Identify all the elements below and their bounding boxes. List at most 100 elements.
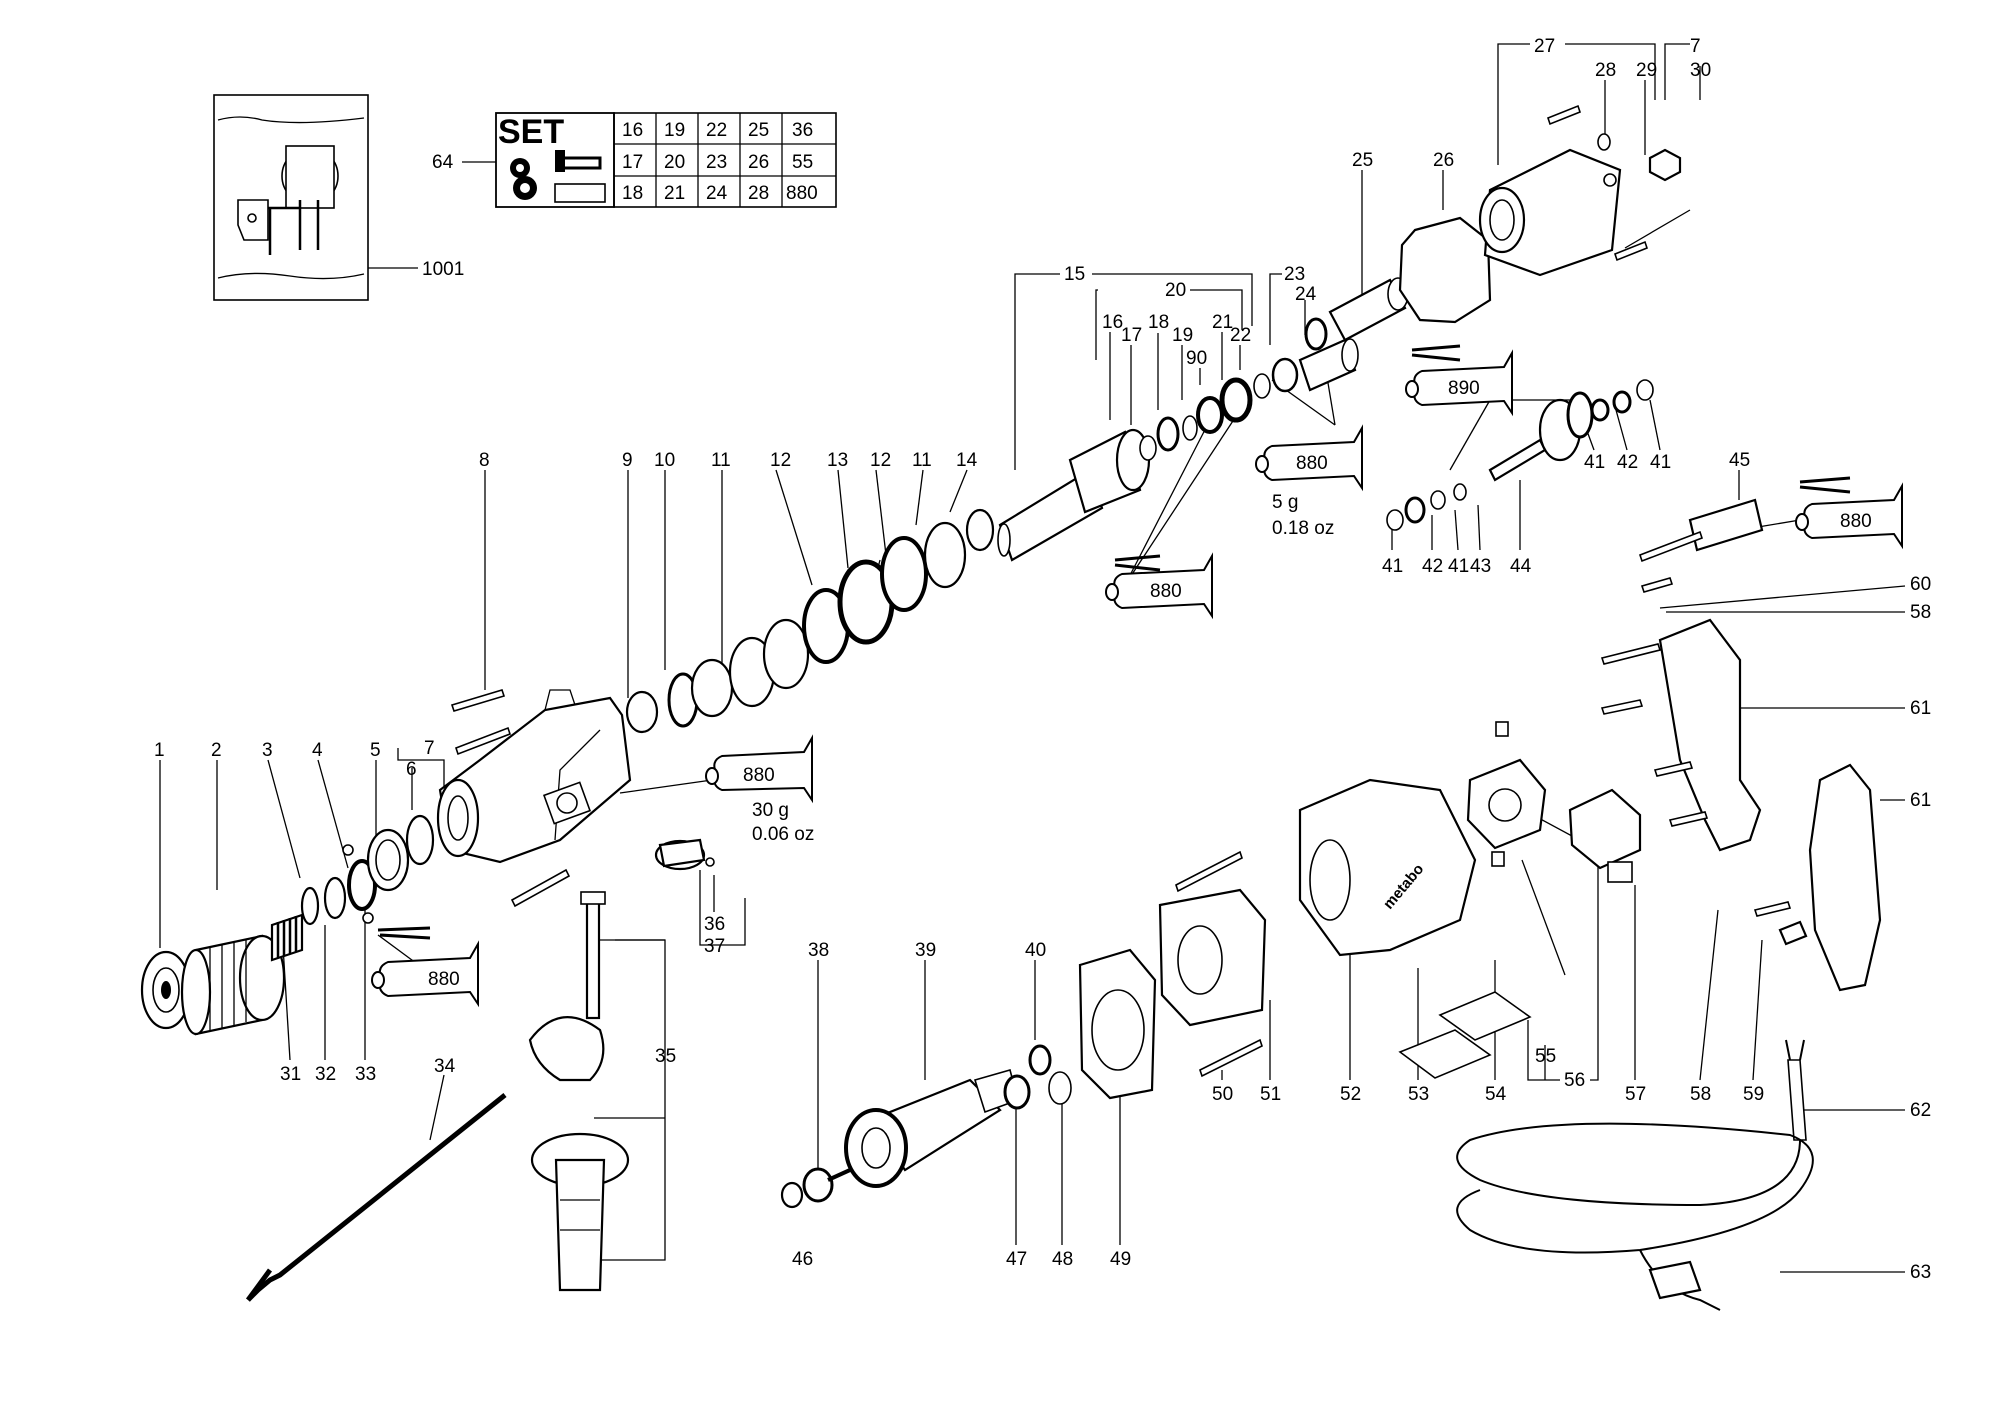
grease-amount-oz: 0.06 oz: [752, 824, 814, 845]
set-cell: 22: [706, 120, 727, 141]
callout-20: 20: [1165, 280, 1186, 301]
grease-code: 890: [1448, 378, 1480, 399]
callout-13: 13: [827, 450, 848, 471]
callout-49: 49: [1110, 1249, 1131, 1270]
callout-42: 42: [1422, 556, 1443, 577]
callout-62: 62: [1910, 1100, 1931, 1121]
callout-21: 21: [1212, 312, 1233, 333]
callout-18: 18: [1148, 312, 1169, 333]
wiring-inset: 1001: [213, 94, 464, 301]
callout-41: 41: [1650, 452, 1671, 473]
callout-58: 58: [1910, 602, 1931, 623]
callout-41: 41: [1448, 556, 1469, 577]
callout-29: 29: [1636, 60, 1657, 81]
callout-34: 34: [434, 1056, 456, 1077]
callout-44: 44: [1510, 556, 1532, 577]
grease-tube: 880: [1105, 552, 1213, 620]
callout-27: 27: [1534, 36, 1555, 57]
callout-52: 52: [1340, 1084, 1361, 1105]
callout-16: 16: [1102, 312, 1123, 333]
callout-32: 32: [315, 1064, 336, 1085]
callout-7: 7: [424, 738, 435, 759]
callout-46: 46: [792, 1249, 813, 1270]
set-cell: 16: [622, 120, 643, 141]
grease-tube: 880: [1795, 476, 1903, 550]
callout-41: 41: [1382, 556, 1403, 577]
callout-28: 28: [1595, 60, 1616, 81]
grease-amount: 30 g: [752, 800, 789, 821]
callout-38: 38: [808, 940, 829, 961]
callout-4: 4: [312, 740, 323, 761]
set-label: 64: [432, 152, 454, 173]
callout-55: 55: [1535, 1046, 1556, 1067]
callout-17: 17: [1121, 325, 1142, 346]
set-box: SET 64 16 19 22 25 36 17 20 23 26 55: [432, 112, 837, 208]
set-cell: 25: [748, 120, 769, 141]
grease-code: 880: [743, 765, 775, 786]
callout-26: 26: [1433, 150, 1454, 171]
callout-23: 23: [1284, 264, 1305, 285]
callout-39: 39: [915, 940, 936, 961]
callout-25: 25: [1352, 150, 1373, 171]
callout-42: 42: [1617, 452, 1638, 473]
callout-9: 9: [622, 450, 633, 471]
grease-tube: 880: [371, 926, 479, 1008]
callout-63: 63: [1910, 1262, 1931, 1283]
callout-57: 57: [1625, 1084, 1646, 1105]
callout-3: 3: [262, 740, 273, 761]
callout-45: 45: [1729, 450, 1750, 471]
callout-8: 8: [479, 450, 490, 471]
grease-code: 880: [1840, 511, 1872, 532]
callout-14: 14: [956, 450, 978, 471]
set-cell: 18: [622, 183, 643, 204]
set-cell: 23: [706, 152, 727, 173]
set-cell: 26: [748, 152, 769, 173]
grease-amount-oz: 0.18 oz: [1272, 518, 1334, 539]
grease-tube: 890: [1405, 344, 1513, 417]
grease-tube: 880 30 g 0.06 oz: [705, 734, 814, 845]
callout-48: 48: [1052, 1249, 1073, 1270]
callout-2: 2: [211, 740, 222, 761]
set-cell: 36: [792, 120, 813, 141]
callout-11: 11: [711, 450, 731, 471]
callout-58: 58: [1690, 1084, 1711, 1105]
callout-61: 61: [1910, 698, 1931, 719]
callout-15: 15: [1064, 264, 1085, 285]
callout-33: 33: [355, 1064, 376, 1085]
callout-54: 54: [1485, 1084, 1507, 1105]
grease-tubes: 880 30 g 0.06 oz 880 880 880 5 g 0.18 oz: [371, 344, 1903, 1008]
callout-51: 51: [1260, 1084, 1281, 1105]
set-cell: 20: [664, 152, 685, 173]
callout-90: 90: [1186, 348, 1207, 369]
set-cell: 24: [706, 183, 728, 204]
callout-35: 35: [655, 1046, 676, 1067]
callout-61: 61: [1910, 790, 1931, 811]
callout-50: 50: [1212, 1084, 1233, 1105]
callout-5: 5: [370, 740, 381, 761]
callout-10: 10: [654, 450, 675, 471]
callout-47: 47: [1006, 1249, 1027, 1270]
callout-40: 40: [1025, 940, 1046, 961]
set-cell: 19: [664, 120, 685, 141]
callout-24: 24: [1295, 284, 1317, 305]
callout-56: 56: [1564, 1070, 1585, 1091]
callout-60: 60: [1910, 574, 1931, 595]
callout-12: 12: [870, 450, 891, 471]
callout-41: 41: [1584, 452, 1605, 473]
callout-labels: 1 2 3 4 5 6 7 7 8 9 10 11 11 12 12 13 14…: [154, 36, 1931, 1283]
grease-code: 880: [1296, 453, 1328, 474]
callout-12: 12: [770, 450, 791, 471]
grease-code: 880: [428, 969, 460, 990]
callout-59: 59: [1743, 1084, 1764, 1105]
set-cell: 21: [664, 183, 685, 204]
callout-31: 31: [280, 1064, 301, 1085]
callout-53: 53: [1408, 1084, 1429, 1105]
callout-22: 22: [1230, 325, 1251, 346]
set-cell: 55: [792, 152, 813, 173]
set-table: 16 19 22 25 36 17 20 23 26 55 18 21 24 2…: [613, 112, 837, 208]
callout-37: 37: [704, 936, 725, 957]
set-cell: 17: [622, 152, 643, 173]
set-cell: 880: [786, 183, 818, 204]
callout-19: 19: [1172, 325, 1193, 346]
